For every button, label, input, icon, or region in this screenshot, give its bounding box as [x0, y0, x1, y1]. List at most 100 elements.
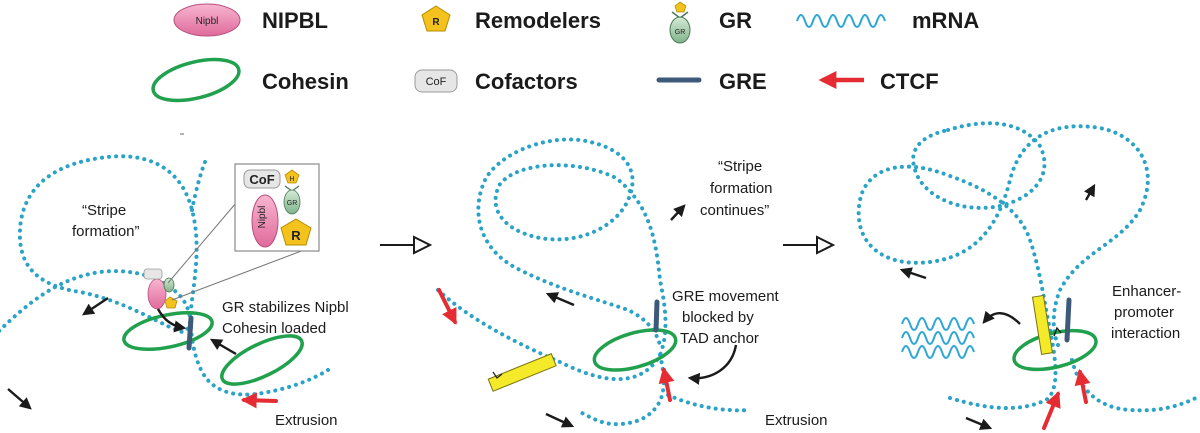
- dna-fiber-lower: [578, 353, 666, 427]
- dna-fiber: [856, 124, 1150, 411]
- stripe-label-line2: formation”: [72, 223, 140, 240]
- ctcf-arrow: [1042, 391, 1061, 430]
- caption-line2: Cohesin loaded: [222, 320, 326, 337]
- direction-arrow: [82, 297, 109, 316]
- stripe-label-line2: formation: [710, 180, 773, 197]
- loading-complex: [143, 268, 187, 333]
- cohesin-icon: [151, 57, 241, 103]
- direction-arrow: [1084, 183, 1096, 201]
- extrusion-label: Extrusion: [275, 412, 338, 429]
- caption-line3: TAD anchor: [680, 330, 759, 347]
- inset-remodeler: [280, 218, 312, 246]
- panel-3-enhancer-promoter: Enhancer- promoter interaction: [856, 121, 1200, 430]
- loading-arrow: [156, 308, 187, 333]
- caption-line1: GR stabilizes Nipbl: [222, 299, 349, 316]
- bar-tick-mark: [1053, 326, 1062, 337]
- legend-cofactors: CoF Cofactors: [414, 69, 578, 94]
- legend-gr: GR GR: [669, 1, 752, 44]
- remodeler-bar: [487, 353, 557, 392]
- yellow-remodeler-bar: [1031, 294, 1054, 355]
- caption-line1: GRE movement: [672, 288, 780, 305]
- legend-nipbl: Nipbl NIPBL: [173, 3, 328, 37]
- dna-fiber: [436, 137, 668, 382]
- legend-remodelers: R Remodelers: [421, 5, 601, 33]
- step-arrow-head: [816, 235, 836, 255]
- step-arrow-head: [413, 235, 433, 255]
- direction-arrow: [7, 388, 32, 410]
- cofactor-icon: [414, 69, 458, 93]
- direction-arrow: [899, 267, 927, 280]
- stripe-label-line1: “Stripe: [82, 202, 126, 219]
- extrusion-label: Extrusion: [765, 412, 828, 429]
- legend-label-cofactors: Cofactors: [475, 69, 578, 94]
- caption-line3: interaction: [1111, 325, 1180, 342]
- step-arrow-1: [380, 235, 433, 255]
- inset-cofactor: [243, 169, 281, 189]
- legend-cohesin: Cohesin: [151, 57, 349, 103]
- inset-pointer-line: [167, 202, 237, 284]
- inset-pointer-line: [171, 249, 305, 301]
- cofactor-icon: [143, 268, 163, 280]
- gre-marker: [653, 299, 660, 333]
- legend-gre: GRE: [656, 69, 767, 94]
- nipbl-icon: [173, 3, 241, 37]
- blocked-arrow: [687, 344, 738, 385]
- mrna-icon: [901, 317, 975, 331]
- legend-label-cohesin: Cohesin: [262, 69, 349, 94]
- cof-badge-text: CoF: [426, 76, 447, 88]
- panel-2-stripe-continues: “Stripe formation continues” GRE movemen…: [436, 137, 828, 429]
- gr-hormone-icon: [674, 1, 687, 13]
- mrna-icon: [901, 331, 975, 345]
- direction-arrow: [965, 416, 993, 430]
- gre-marker: [1064, 297, 1072, 343]
- mrna-transcripts: [901, 317, 975, 359]
- bar-tick-mark: [492, 371, 503, 379]
- direction-arrow: [670, 204, 686, 221]
- inset-complex-zoom: CoF Nipbl H GR R: [234, 163, 320, 252]
- yellow-remodeler-bar: [487, 353, 557, 392]
- nipbl-icon: [147, 278, 167, 310]
- direction-arrow: [545, 412, 575, 428]
- inset-cof-text: CoF: [249, 172, 274, 187]
- transcription-arrow: [982, 310, 1021, 325]
- legend: Nipbl NIPBL R Remodelers GR GR mRNA Cohe…: [151, 1, 979, 135]
- direction-arrow: [545, 292, 575, 307]
- legend-label-ctcf: CTCF: [880, 69, 939, 94]
- dna-fiber-upper: [190, 160, 207, 212]
- inset-hormone: [284, 169, 300, 184]
- gr-icon: [669, 16, 691, 44]
- cohesin-ring: [220, 334, 304, 386]
- ctcf-arrow: [658, 366, 675, 402]
- dna-fiber-loop: [911, 121, 1047, 210]
- legend-mrna: mRNA: [796, 8, 979, 33]
- mrna-icon: [901, 345, 975, 359]
- gre-marker: [186, 315, 194, 351]
- gr-icon: [163, 277, 175, 293]
- inset-nipbl-text: Nipbl: [257, 206, 268, 229]
- inset-gr: [283, 189, 301, 215]
- ctcf-arrow: [240, 392, 278, 409]
- inset-r-text: R: [291, 228, 301, 243]
- legend-label-nipbl: NIPBL: [262, 8, 328, 33]
- caption-line2: promoter: [1114, 304, 1174, 321]
- caption-line2: blocked by: [682, 309, 754, 326]
- stripe-label-line1: “Stripe: [718, 158, 762, 175]
- cohesin-ring: [1012, 328, 1098, 372]
- gr-badge-text: GR: [675, 29, 686, 36]
- mrna-icon: [796, 14, 886, 28]
- ctcf-arrow: [437, 288, 457, 325]
- caption-line1: Enhancer-: [1112, 283, 1181, 300]
- legend-label-gre: GRE: [719, 69, 767, 94]
- remodeler-icon: [421, 5, 451, 32]
- cohesin-ring: [592, 328, 678, 372]
- remodeler-badge-text: R: [432, 17, 440, 28]
- dna-fiber-right: [666, 393, 752, 413]
- legend-label-mrna: mRNA: [912, 8, 979, 33]
- nipbl-badge-text: Nipbl: [196, 16, 219, 27]
- direction-arrow: [209, 338, 237, 356]
- cohesin-ring: [122, 311, 214, 351]
- legend-label-remodelers: Remodelers: [475, 8, 601, 33]
- legend-ctcf: CTCF: [818, 69, 939, 94]
- inset-gr-text: GR: [287, 200, 298, 207]
